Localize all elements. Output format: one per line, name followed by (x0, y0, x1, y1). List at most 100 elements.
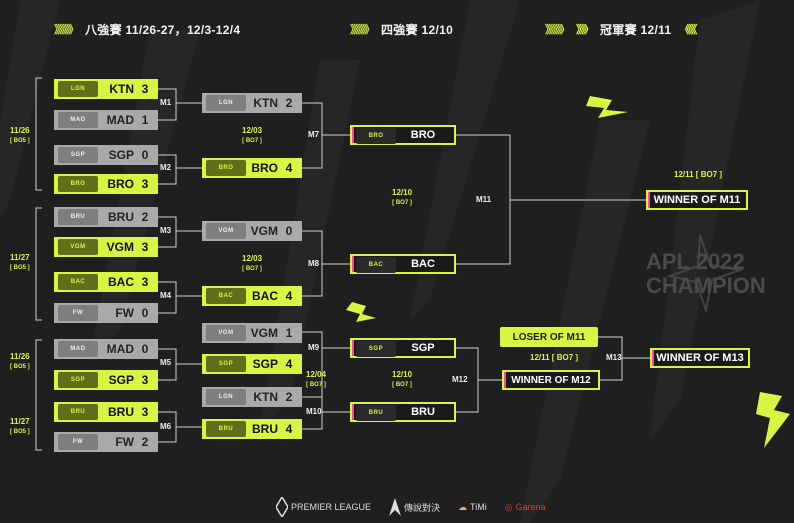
winner-m12-slot[interactable]: WINNER OF M12 (502, 370, 600, 390)
slot-label: LOSER OF M11 (512, 331, 586, 343)
winner-m13-slot[interactable]: WINNER OF M13 (650, 348, 750, 368)
aov-logo: 傳說對決 (389, 498, 440, 516)
team-slot[interactable]: BRU BRU 4 (202, 419, 302, 439)
semifinal-slot[interactable]: SGP SGP (350, 338, 456, 358)
team-logo-icon: BRU (356, 405, 396, 421)
semifinal-slot[interactable]: BRU BRU (350, 402, 456, 422)
match-label: M11 (476, 195, 492, 204)
date-label: 12/10[ BO7 ] (392, 370, 413, 388)
team-slot[interactable]: SGP SGP 3 (54, 370, 158, 390)
team-slot[interactable]: MAD MAD 0 (54, 339, 158, 359)
team-name: BRU (108, 405, 134, 419)
team-logo-icon: BRU (58, 209, 98, 225)
team-slot[interactable]: BAC BAC 4 (202, 286, 302, 306)
team-logo-icon: VGM (58, 239, 98, 255)
match-label: M8 (308, 259, 320, 268)
team-logo-icon: SGP (356, 341, 396, 357)
team-name: BAC (108, 275, 134, 289)
match-label: M6 (160, 422, 172, 431)
match-label: M1 (160, 98, 172, 107)
team-logo-icon: BRO (356, 128, 396, 144)
final-header: 》》》》》 》》》 冠軍賽 12/11 《《《 (545, 22, 697, 37)
team-name: SGP (108, 148, 134, 162)
semifinal-slot[interactable]: BRO BRO (350, 125, 456, 145)
garena-logo: ◎Garena (504, 501, 546, 513)
team-score: 4 (285, 161, 293, 175)
team-score: 2 (285, 390, 293, 404)
team-logo-icon: LGN (58, 81, 98, 97)
team-slot[interactable]: LGN KTN 3 (54, 79, 158, 99)
team-logo-icon: VGM (206, 325, 246, 341)
team-score: 2 (285, 96, 293, 110)
winner-m11-slot[interactable]: WINNER OF M11 (646, 190, 748, 210)
match-label: M3 (160, 226, 172, 235)
team-name: MAD (106, 342, 134, 356)
match-label: M10 (306, 407, 322, 416)
team-score: 2 (141, 435, 149, 449)
team-slot[interactable]: VGM VGM 3 (54, 237, 158, 257)
team-logo-icon: LGN (206, 389, 246, 405)
team-slot[interactable]: BRU BRU 2 (54, 207, 158, 227)
team-score: 1 (285, 326, 293, 340)
quarterfinal-title: 八強賽 11/26-27，12/3-12/4 (85, 22, 241, 37)
team-logo-icon: BAC (206, 288, 246, 304)
team-slot[interactable]: SGP SGP 4 (202, 354, 302, 374)
team-slot[interactable]: MAD MAD 1 (54, 110, 158, 130)
team-name: KTN (253, 390, 278, 404)
team-name: KTN (109, 82, 134, 96)
team-logo-icon: VGM (206, 223, 246, 239)
date-label: 12/11 [ BO7 ] (674, 170, 723, 179)
match-label: M4 (160, 291, 172, 300)
semifinal-slot[interactable]: BAC BAC (350, 254, 456, 274)
team-slot[interactable]: VGM VGM 1 (202, 323, 302, 343)
team-score: 4 (285, 422, 293, 436)
team-name: BAC (252, 289, 278, 303)
team-score: 3 (141, 275, 149, 289)
team-name: KTN (253, 96, 278, 110)
team-slot[interactable]: LGN KTN 2 (202, 93, 302, 113)
team-logo-icon: SGP (58, 147, 98, 163)
team-score: 3 (141, 240, 149, 254)
team-slot[interactable]: VGM VGM 0 (202, 221, 302, 241)
date-label: 11/27[ BO5 ] (10, 253, 30, 271)
team-score: 0 (141, 306, 149, 320)
team-slot[interactable]: BRU BRU 3 (54, 402, 158, 422)
team-score: 0 (285, 224, 293, 238)
team-slot[interactable]: BAC BAC 3 (54, 272, 158, 292)
date-label: 11/26[ BO5 ] (10, 352, 30, 370)
team-logo-icon: FW (58, 434, 98, 450)
footer-logos: PREMIER LEAGUE 傳說對決 ☁TiMi ◎Garena (276, 497, 546, 517)
team-logo-icon: FW (58, 305, 98, 321)
match-label: M5 (160, 358, 172, 367)
quarterfinal-header: 》》》》》 八強賽 11/26-27，12/3-12/4 (54, 22, 241, 37)
team-logo-icon: BRO (58, 176, 98, 192)
team-slot[interactable]: FW FW 0 (54, 303, 158, 323)
loser-m11-slot[interactable]: LOSER OF M11 (500, 327, 598, 347)
team-slot[interactable]: BRO BRO 3 (54, 174, 158, 194)
team-slot[interactable]: BRO BRO 4 (202, 158, 302, 178)
team-score: 4 (285, 357, 293, 371)
team-name: VGM (106, 240, 134, 254)
lightning-mark-bottom (756, 392, 790, 448)
date-label: 12/11 [ BO7 ] (530, 353, 579, 362)
date-label: 12/03[ BO7 ] (242, 126, 263, 144)
team-logo-icon: BRO (206, 160, 246, 176)
date-label: 12/04[ BO7 ] (306, 370, 327, 388)
lightning-mark-top (586, 96, 628, 118)
team-slot[interactable]: SGP SGP 0 (54, 145, 158, 165)
lightning-mark-mid (346, 302, 376, 322)
team-score: 4 (285, 289, 293, 303)
team-logo-icon: BAC (58, 274, 98, 290)
date-label: 11/26[ BO5 ] (10, 126, 30, 144)
team-name: FW (115, 435, 134, 449)
team-name: BRU (411, 406, 435, 418)
team-slot[interactable]: FW FW 2 (54, 432, 158, 452)
semifinal-header: 》》》》》 四強賽 12/10 (350, 22, 454, 37)
team-name: BRO (107, 177, 134, 191)
team-name: FW (115, 306, 134, 320)
team-slot[interactable]: LGN KTN 2 (202, 387, 302, 407)
team-score: 3 (141, 177, 149, 191)
team-score: 3 (141, 373, 149, 387)
premier-league-logo: PREMIER LEAGUE (276, 497, 371, 517)
slot-label: WINNER OF M13 (656, 352, 744, 364)
